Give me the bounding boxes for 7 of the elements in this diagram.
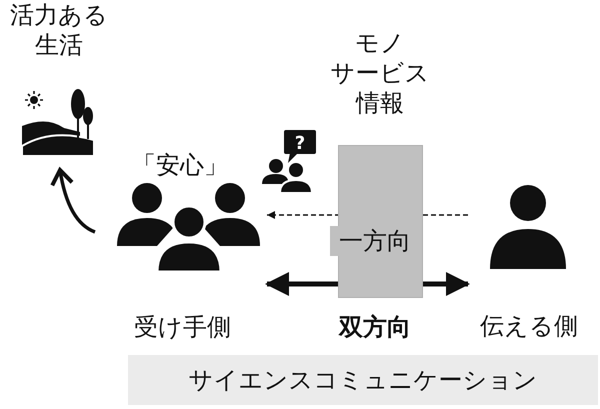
node-label: 受け手側 xyxy=(133,312,232,342)
bar-heading: モノサービス情報 xyxy=(330,28,430,118)
node-label: 「安心」 xyxy=(131,150,229,180)
band-title: サイエンスコミュニケーション xyxy=(188,365,538,395)
node-label: 活力ある生活 xyxy=(9,0,109,60)
arrow xyxy=(50,168,96,234)
node-label: 伝える側 xyxy=(479,311,579,341)
